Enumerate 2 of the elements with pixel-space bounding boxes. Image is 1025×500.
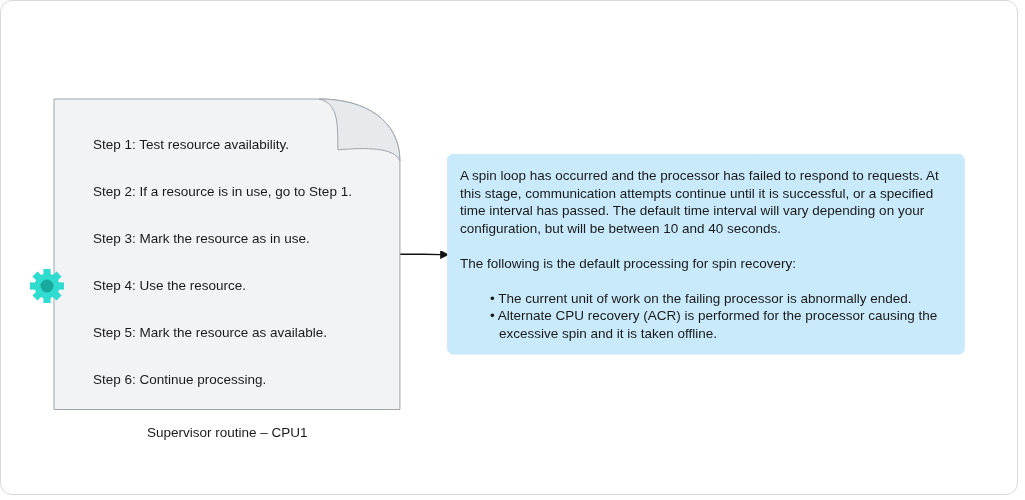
node-caption: Supervisor routine – CPU1 (147, 424, 308, 441)
arrow (399, 250, 449, 259)
